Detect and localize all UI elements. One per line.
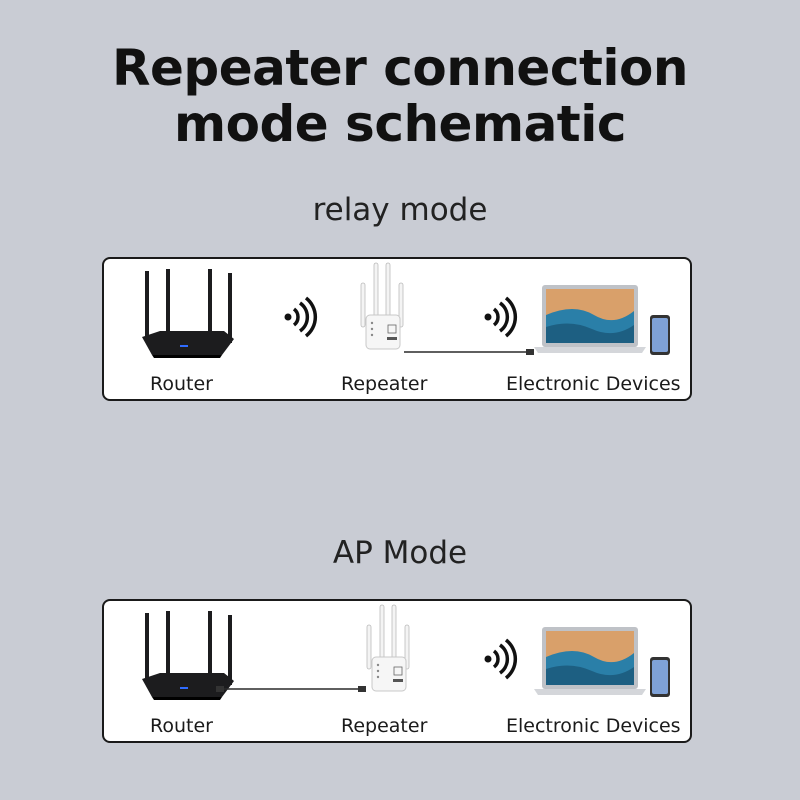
relay-mode-panel: Router Repeater Electronic Devices xyxy=(102,257,692,401)
router-icon xyxy=(142,611,234,700)
ethernet-cable-icon xyxy=(404,349,534,355)
devices-label: Electronic Devices xyxy=(506,715,681,737)
router-label: Router xyxy=(150,715,213,737)
diagram-title: Repeater connection mode schematic xyxy=(0,40,800,152)
repeater-icon xyxy=(366,604,410,692)
wifi-signal-icon xyxy=(484,638,518,680)
wifi-signal-icon xyxy=(484,296,518,338)
laptop-icon xyxy=(534,627,646,695)
title-line-1: Repeater connection xyxy=(112,39,688,97)
devices-label: Electronic Devices xyxy=(506,373,681,395)
ap-mode-panel: Router Repeater Electronic Devices xyxy=(102,599,692,743)
title-line-2: mode schematic xyxy=(174,95,626,153)
repeater-icon xyxy=(360,262,404,350)
ethernet-cable-icon xyxy=(216,686,366,692)
phone-icon xyxy=(650,315,670,355)
repeater-label: Repeater xyxy=(341,373,428,395)
relay-mode-heading: relay mode xyxy=(312,192,488,228)
router-icon xyxy=(142,269,234,358)
ap-mode-heading: AP Mode xyxy=(332,535,468,571)
wifi-signal-icon xyxy=(284,296,318,338)
phone-icon xyxy=(650,657,670,697)
repeater-label: Repeater xyxy=(341,715,428,737)
laptop-icon xyxy=(534,285,646,353)
router-label: Router xyxy=(150,373,213,395)
